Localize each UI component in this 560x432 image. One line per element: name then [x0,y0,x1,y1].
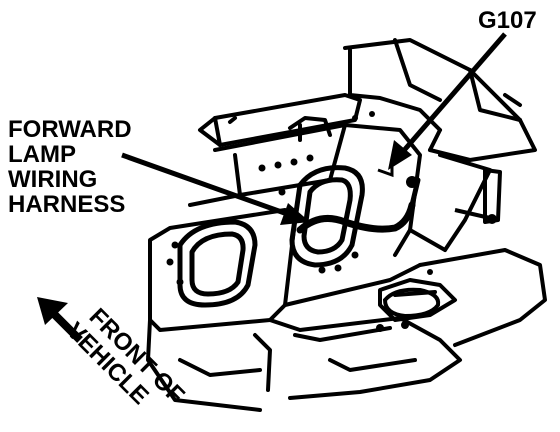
harness-label-line3: WIRING [8,166,97,193]
front-of-vehicle-arrow [37,297,83,343]
ground-label: G107 [478,7,537,34]
harness-label: FORWARD LAMP WIRING HARNESS [8,116,132,218]
left-headlamp-opening [177,219,258,308]
mounting-holes [166,111,433,332]
harness-label-line2: LAMP [8,141,76,168]
g107-callout-arrow [388,32,507,170]
harness-callout-arrow [121,152,310,225]
forward-lamp-wiring-harness [296,177,421,234]
center-headlamp-opening [289,165,365,268]
lower-mount-opening [382,287,441,319]
harness-label-line4: HARNESS [8,191,125,218]
harness-label-line1: FORWARD [8,116,132,143]
